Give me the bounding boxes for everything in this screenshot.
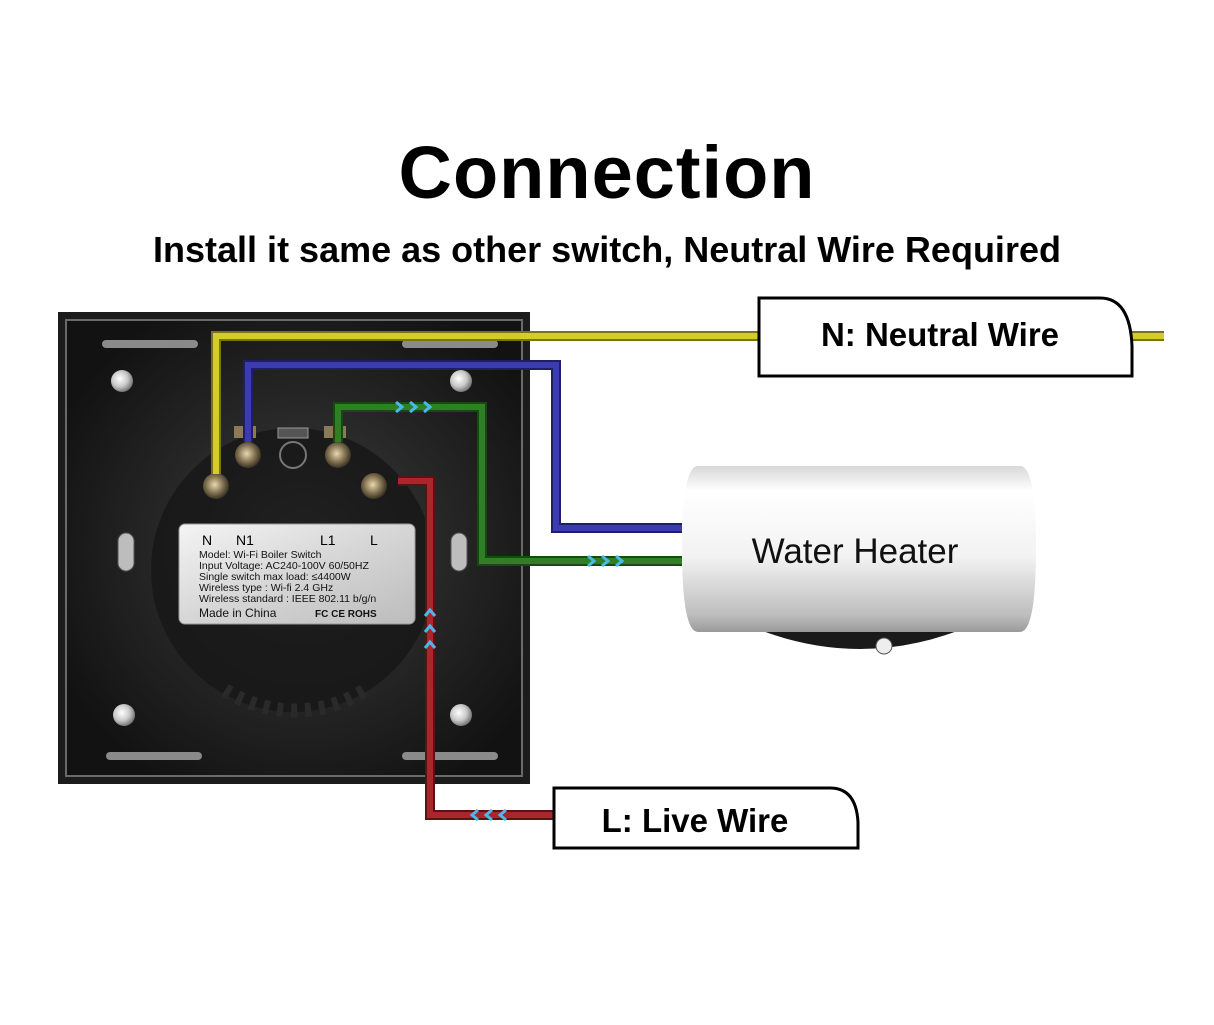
l1-wire-arrows-top [395, 400, 433, 414]
diagram-subtitle: Install it same as other switch, Neutral… [153, 229, 1061, 270]
rating-plate-bg [178, 523, 416, 625]
l1-wire [335, 404, 682, 564]
plate-certifications: FC CE ROHS [315, 609, 377, 620]
panel-slot-top-right [402, 340, 498, 348]
heater-tank [682, 466, 1036, 632]
terminal-label-l1: L1 [320, 532, 336, 548]
terminal-l [361, 473, 387, 499]
l1-wire-arrows-right [587, 554, 625, 568]
n1-wire [245, 362, 682, 531]
live-callout-label: L: Live Wire [602, 802, 789, 839]
plate-line-voltage: Input Voltage: AC240-100V 60/50HZ [199, 560, 369, 572]
live-callout-box [552, 786, 860, 850]
live-wire-arrows-vertical [423, 607, 437, 649]
terminal-n [203, 473, 229, 499]
plate-line-load: Single switch max load: ≤4400W [199, 571, 351, 583]
terminal-clip-center [277, 427, 309, 439]
water-heater: Water Heater [682, 466, 1036, 655]
terminal-label-l: L [370, 532, 378, 548]
panel-slot-bottom-right [402, 752, 498, 760]
mount-hole-left [117, 532, 135, 572]
heater-label: Water Heater [752, 532, 959, 571]
plate-made-in: Made in China [199, 606, 277, 620]
terminal-label-n: N [202, 532, 212, 548]
switch-back-panel: N N1 L1 L Model: Wi-Fi Boiler Switch Inp… [58, 312, 530, 784]
heater-control-box [760, 630, 960, 649]
neutral-callout-box [757, 296, 1134, 378]
current-arrows [395, 400, 625, 822]
plate-line-wireless-type: Wireless type : Wi-fi 2.4 GHz [199, 582, 333, 594]
plate-line-model: Model: Wi-Fi Boiler Switch [199, 549, 322, 561]
heater-knob [875, 637, 893, 655]
screw-bottom-left [113, 704, 135, 726]
module-ridges [221, 684, 369, 718]
screw-top-right [450, 370, 472, 392]
screw-bottom-right [450, 704, 472, 726]
rating-plate: N N1 L1 L Model: Wi-Fi Boiler Switch Inp… [178, 523, 416, 625]
live-callout: L: Live Wire [552, 786, 860, 850]
screw-top-left [111, 370, 133, 392]
plate-line-wireless-standard: Wireless standard : IEEE 802.11 b/g/n [199, 593, 376, 605]
terminal-label-n1: N1 [236, 532, 254, 548]
live-wire-arrows-horizontal [469, 808, 507, 822]
terminal-center [279, 441, 307, 469]
neutral-callout: N: Neutral Wire [757, 296, 1134, 378]
mount-hole-right [450, 532, 468, 572]
live-wire [398, 478, 556, 818]
panel-slot-top-left [102, 340, 198, 348]
neutral-callout-label: N: Neutral Wire [821, 316, 1059, 353]
terminal-n1 [235, 442, 261, 468]
panel-slot-bottom-left [106, 752, 202, 760]
diagram-title: Connection [398, 131, 816, 214]
terminal-l1 [325, 442, 351, 468]
